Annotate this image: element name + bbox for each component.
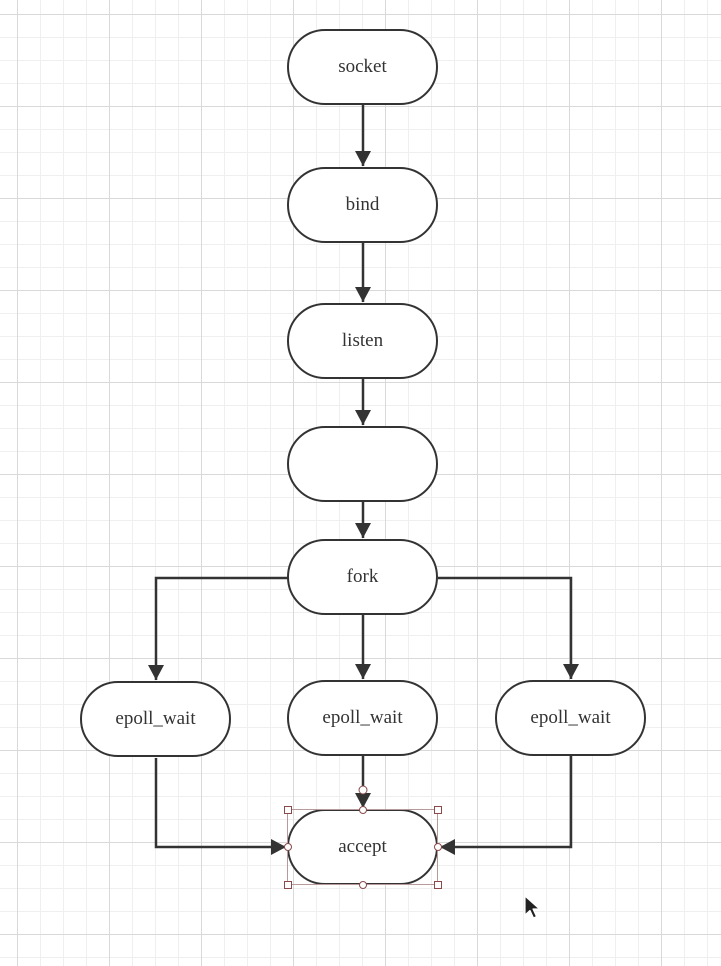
mouse-pointer-icon xyxy=(524,895,541,919)
node-label: fork xyxy=(346,566,379,587)
resize-handle-bottom-right[interactable] xyxy=(434,881,442,889)
connection-point-top[interactable] xyxy=(359,806,367,814)
node-label: listen xyxy=(341,330,384,351)
edge-fork-epoll-left[interactable] xyxy=(148,576,288,680)
node-label: socket xyxy=(338,56,387,77)
socket-node[interactable]: socket xyxy=(287,29,438,105)
edge-epoll-right-accept[interactable] xyxy=(440,756,573,855)
edge-endpoint-handle[interactable] xyxy=(358,785,368,795)
fork-node[interactable]: fork xyxy=(287,539,438,615)
bind-node[interactable]: bind xyxy=(287,167,438,243)
edge-epoll-left-accept[interactable] xyxy=(154,758,286,855)
connection-point-left[interactable] xyxy=(284,843,292,851)
epoll-wait-center-node[interactable]: epoll_wait xyxy=(287,680,438,756)
node-label: accept xyxy=(338,836,387,857)
node-label: epoll_wait xyxy=(115,708,196,729)
node-label: epoll_wait xyxy=(530,707,611,728)
epoll-wait-right-node[interactable]: epoll_wait xyxy=(495,680,646,756)
connection-point-bottom[interactable] xyxy=(359,881,367,889)
node-label: epoll_wait xyxy=(322,707,403,728)
edge-fork-epoll-right[interactable] xyxy=(438,576,579,679)
connection-point-right[interactable] xyxy=(434,843,442,851)
accept-node[interactable]: accept xyxy=(287,809,438,885)
resize-handle-top-left[interactable] xyxy=(284,806,292,814)
listen-node[interactable]: listen xyxy=(287,303,438,379)
epoll-wait-left-node[interactable]: epoll_wait xyxy=(80,681,231,757)
resize-handle-top-right[interactable] xyxy=(434,806,442,814)
resize-handle-bottom-left[interactable] xyxy=(284,881,292,889)
node-label: bind xyxy=(345,194,380,215)
unlabeled-node[interactable] xyxy=(287,426,438,502)
